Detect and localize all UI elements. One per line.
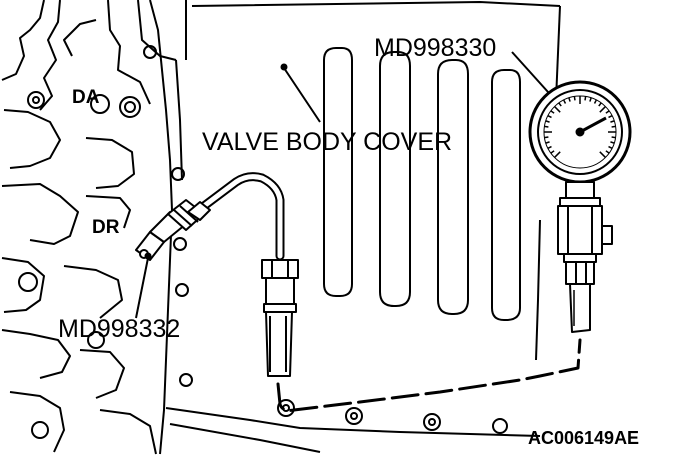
gauge-tick	[599, 151, 606, 158]
tube-fitting	[261, 259, 299, 377]
gauge-tick	[608, 114, 613, 119]
gauge-tick	[598, 102, 602, 107]
gauge-tick	[550, 150, 555, 154]
valve-body-cover-label: VALVE BODY COVER	[202, 128, 452, 156]
cover-leader-dot	[280, 63, 288, 71]
pressure-gauge-md998330	[528, 80, 632, 333]
cover-leader-line	[283, 67, 321, 123]
gauge-tick	[554, 151, 561, 158]
gauge-tick	[611, 125, 616, 128]
gauge-tick	[608, 145, 613, 150]
gauge-tick	[545, 141, 550, 144]
gauge-tick	[562, 99, 567, 104]
leader-lines	[135, 51, 549, 319]
gauge-tick	[550, 110, 555, 114]
gauge-tick	[610, 120, 615, 123]
transmission-housing	[1, 0, 193, 455]
adapter-md998332	[135, 199, 211, 261]
valve-body-cover	[165, 1, 561, 453]
gauge-tick	[589, 97, 592, 102]
adapter-tool-label: MD998332	[58, 315, 180, 343]
da-port-label: DA	[72, 87, 100, 108]
gauge-tick	[584, 96, 587, 101]
da-port-plug	[119, 96, 141, 118]
dr-port-label: DR	[92, 217, 120, 238]
adapter-leader-line	[135, 257, 149, 319]
gauge-leader-line	[511, 51, 549, 93]
gauge-tick	[544, 125, 549, 128]
gauge-tick	[568, 97, 571, 102]
gauge-tick	[573, 96, 576, 101]
gauge-tick	[611, 136, 616, 139]
gauge-tick	[547, 145, 552, 150]
gauge-tick	[605, 110, 610, 114]
adapter-leader-dot	[144, 252, 152, 260]
gauge-tick	[593, 99, 598, 104]
gauge-tick	[605, 150, 610, 154]
gauge-tick	[547, 114, 552, 119]
gauge-tick	[554, 106, 561, 113]
pressure-hose	[175, 172, 582, 412]
gauge-tick	[544, 136, 549, 139]
gauge-tick	[599, 106, 606, 113]
figure-code: AC006149AE	[528, 428, 639, 448]
gauge-tick	[610, 141, 615, 144]
gauge-tick	[545, 120, 550, 123]
gauge-tick	[558, 102, 562, 107]
gauge-tool-label: MD998330	[374, 34, 496, 62]
